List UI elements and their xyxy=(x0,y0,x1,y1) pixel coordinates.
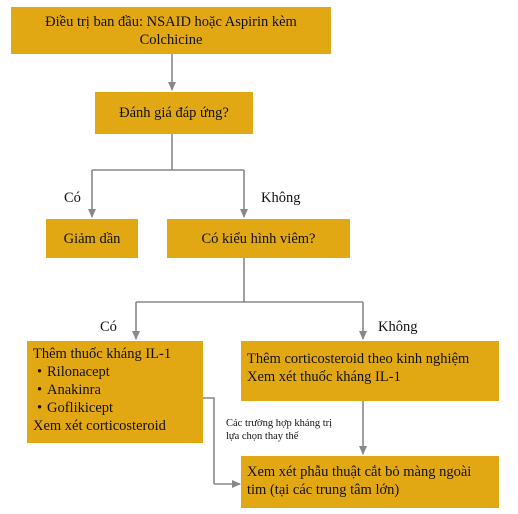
il1-node: Thêm thuốc kháng IL-1 Rilonacept Anakinr… xyxy=(27,341,203,443)
il1-drug-item: Goflikicept xyxy=(33,399,197,417)
start-line1: Điều trị ban đầu: NSAID hoặc Aspirin kèm xyxy=(45,13,297,30)
start-line2: Colchicine xyxy=(139,31,203,48)
il1-title: Thêm thuốc kháng IL-1 xyxy=(33,346,172,362)
label-yes-2: Có xyxy=(100,319,117,335)
cortico-line2: Xem xét thuốc kháng IL-1 xyxy=(247,369,401,385)
arrow-il1-to-surgery xyxy=(203,397,215,484)
refractory-note: Các trường hợp kháng trị lựa chọn thay t… xyxy=(226,417,332,443)
start-node: Điều trị ban đầu: NSAID hoặc Aspirin kèm… xyxy=(11,7,331,54)
inflammatory-node: Có kiểu hình viêm? xyxy=(167,219,350,258)
assess-node: Đánh giá đáp ứng? xyxy=(95,92,253,134)
cortico-line1: Thêm corticosteroid theo kinh nghiệm xyxy=(247,351,470,367)
assess-text: Đánh giá đáp ứng? xyxy=(119,105,229,121)
label-no-1: Không xyxy=(261,190,301,206)
il1-drug-list: Rilonacept Anakinra Goflikicept xyxy=(33,363,197,417)
label-no-2: Không xyxy=(378,319,418,335)
il1-drug-item: Rilonacept xyxy=(33,363,197,381)
arrow-assess-branch xyxy=(92,134,244,171)
surgery-line2: tim (tại các trung tâm lớn) xyxy=(247,482,400,498)
il1-drug-item: Anakinra xyxy=(33,381,197,399)
label-yes-1: Có xyxy=(64,190,81,206)
il1-footer: Xem xét corticosteroid xyxy=(33,418,166,434)
taper-node: Giảm dần xyxy=(46,219,138,258)
surgery-node: Xem xét phẫu thuật cắt bỏ màng ngoài tim… xyxy=(241,456,499,508)
refractory-line1: Các trường hợp kháng trị xyxy=(226,418,333,429)
inflammatory-text: Có kiểu hình viêm? xyxy=(201,230,316,247)
refractory-line2: lựa chọn thay thế xyxy=(226,431,299,442)
arrow-inflammatory-branch xyxy=(136,258,363,303)
taper-text: Giảm dần xyxy=(63,230,121,247)
cortico-node: Thêm corticosteroid theo kinh nghiệm Xem… xyxy=(241,341,499,401)
surgery-line1: Xem xét phẫu thuật cắt bỏ màng ngoài xyxy=(247,464,472,480)
